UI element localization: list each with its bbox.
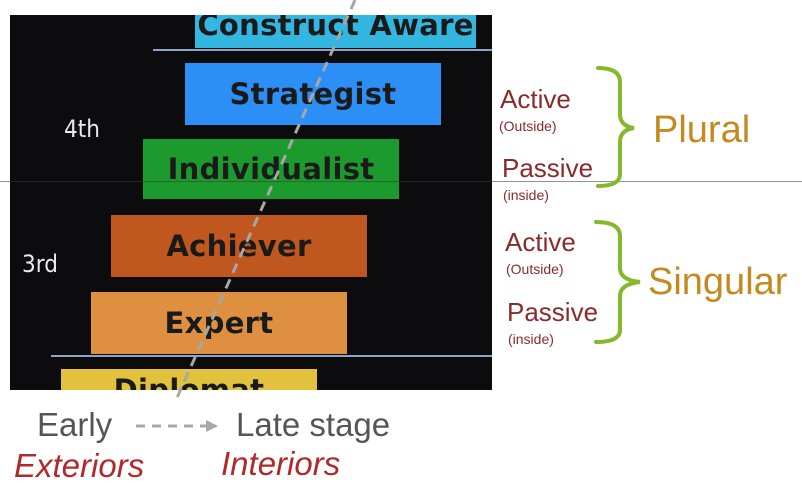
stage-label: Achiever <box>166 228 312 264</box>
stage-diplomat: Diplomat <box>61 369 317 390</box>
stage-diagram-panel: Construct Aware Strategist 4th Individua… <box>10 15 492 390</box>
exteriors-label: Exteriors <box>14 447 145 484</box>
interiors-label: Interiors <box>221 445 341 482</box>
plural-passive-label: Passive <box>502 153 594 183</box>
singular-brace-icon <box>594 220 641 344</box>
order-label-3rd: 3rd <box>21 250 58 278</box>
dashed-arrow-icon <box>136 420 218 432</box>
stage-achiever: Achiever <box>111 215 367 277</box>
plural-passive-sub: (inside) <box>503 187 549 203</box>
plural-active-sub: (Outside) <box>499 118 557 134</box>
late-stage-label: Late stage <box>236 406 391 443</box>
singular-passive-label: Passive <box>507 297 599 327</box>
singular-active-label: Active <box>505 227 576 257</box>
divider-line-top <box>153 49 492 51</box>
early-label: Early <box>37 406 113 443</box>
singular-passive-sub: (inside) <box>508 331 554 347</box>
singular-active-sub: (Outside) <box>506 261 564 277</box>
image-seam-line <box>0 181 802 182</box>
plural-active-label: Active <box>500 84 571 114</box>
stage-construct-aware: Construct Aware <box>195 15 476 48</box>
stage-label: Diplomat <box>113 372 265 390</box>
stage-label: Expert <box>164 305 274 341</box>
plural-group-label: Plural <box>653 109 751 151</box>
plural-brace-icon <box>596 66 635 188</box>
divider-line-bottom <box>51 355 492 357</box>
stage-label: Individualist <box>167 151 375 187</box>
order-label-4th: 4th <box>63 115 100 143</box>
singular-group-label: Singular <box>648 261 788 303</box>
stage-label: Construct Aware <box>197 15 474 42</box>
